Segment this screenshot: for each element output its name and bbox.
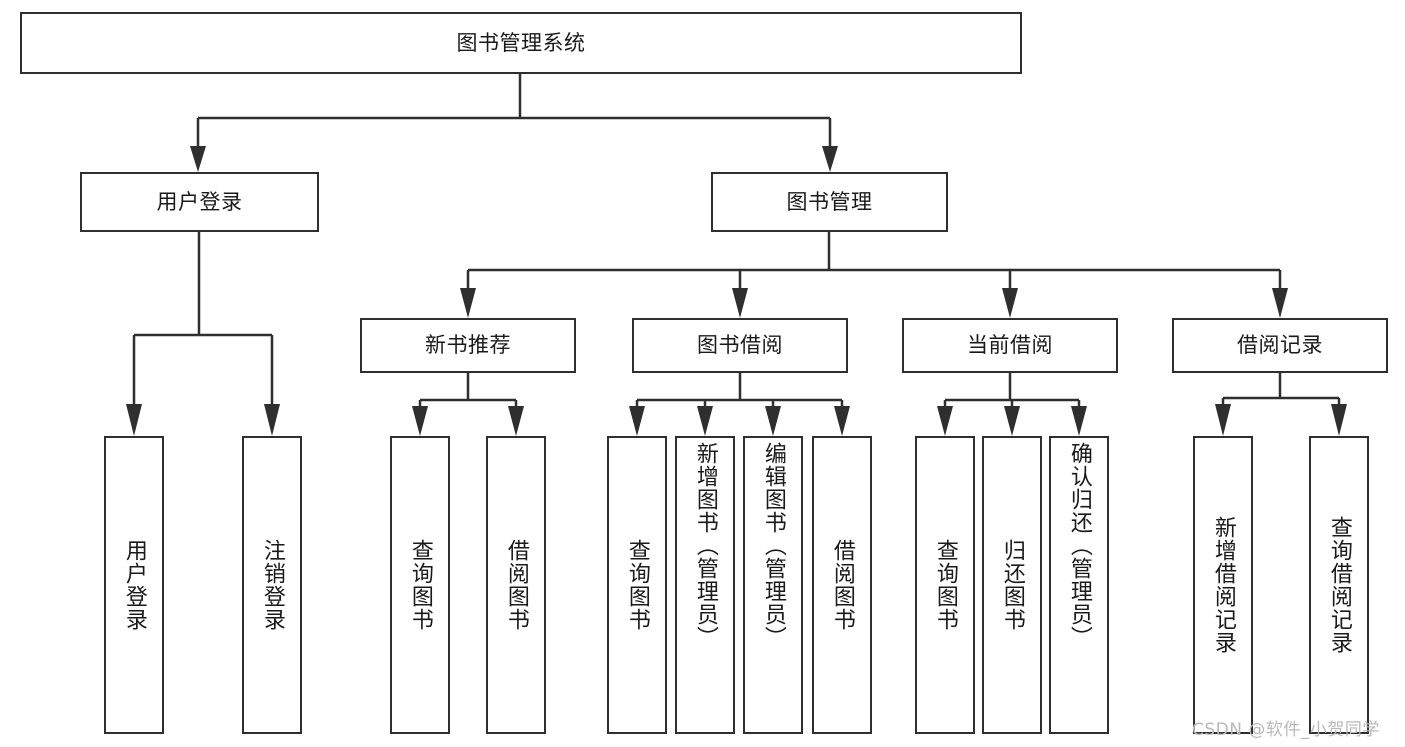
watermark: CSDN @软件_小贺同学 xyxy=(1192,715,1380,740)
arrow-newbook-l2 xyxy=(508,406,524,436)
arrow-borrow-l2 xyxy=(697,406,713,436)
node-borrow-record[interactable]: 借阅记录 xyxy=(1172,318,1388,373)
leaf-current-confirm-return[interactable]: 确认归还（管理员） xyxy=(1049,436,1109,734)
leaf-user-login-label: 用户登录 xyxy=(121,539,147,631)
leaf-borrow-query-book-label: 查询图书 xyxy=(624,539,650,631)
leaf-borrow-query-book[interactable]: 查询图书 xyxy=(607,436,667,734)
leaf-newbook-query-book-label: 查询图书 xyxy=(407,539,433,631)
leaf-borrow-edit-book[interactable]: 编辑图书（管理员） xyxy=(743,436,803,734)
leaf-current-query-book-label: 查询图书 xyxy=(932,539,958,631)
leaf-current-confirm-return-label: 确认归还（管理员） xyxy=(1066,442,1092,649)
leaf-logout[interactable]: 注销登录 xyxy=(242,436,302,734)
arrow-borrow-l1 xyxy=(629,406,645,436)
arrow-borrow-l3 xyxy=(765,406,781,436)
arrow-book-manage xyxy=(822,146,838,172)
leaf-current-return-book-label: 归还图书 xyxy=(999,539,1025,631)
arrow-record-l1 xyxy=(1215,404,1231,436)
arrow-user-login xyxy=(190,146,206,172)
node-new-book-recommend[interactable]: 新书推荐 xyxy=(360,318,576,373)
node-user-login[interactable]: 用户登录 xyxy=(80,172,319,232)
arrow-current-l3 xyxy=(1071,406,1087,436)
node-book-borrow-label: 图书借阅 xyxy=(697,333,783,358)
watermark-text: CSDN @软件_小贺同学 xyxy=(1192,720,1380,740)
node-current-borrow-label: 当前借阅 xyxy=(967,333,1053,358)
leaf-current-query-book[interactable]: 查询图书 xyxy=(915,436,975,734)
node-new-book-recommend-label: 新书推荐 xyxy=(425,333,511,358)
leaf-record-query[interactable]: 查询借阅记录 xyxy=(1309,436,1369,734)
arrow-newbook xyxy=(460,288,476,318)
leaf-record-add-label: 新增借阅记录 xyxy=(1210,516,1236,654)
node-book-manage-label: 图书管理 xyxy=(786,189,873,214)
node-book-borrow[interactable]: 图书借阅 xyxy=(632,318,848,373)
leaf-record-query-label: 查询借阅记录 xyxy=(1326,516,1352,654)
leaf-borrow-edit-book-label: 编辑图书（管理员） xyxy=(760,442,786,649)
arrow-leaf-logout xyxy=(264,404,280,436)
arrow-current-l1 xyxy=(937,406,953,436)
arrow-borrowrecord xyxy=(1272,288,1288,318)
node-book-manage[interactable]: 图书管理 xyxy=(711,172,948,232)
arrow-leaf-user-login xyxy=(126,404,142,436)
leaf-user-login[interactable]: 用户登录 xyxy=(104,436,164,734)
leaf-borrow-add-book[interactable]: 新增图书（管理员） xyxy=(675,436,735,734)
node-current-borrow[interactable]: 当前借阅 xyxy=(902,318,1118,373)
leaf-borrow-borrow-book[interactable]: 借阅图书 xyxy=(812,436,872,734)
node-root[interactable]: 图书管理系统 xyxy=(20,12,1022,74)
arrow-record-l2 xyxy=(1331,404,1347,436)
arrow-current-l2 xyxy=(1004,406,1020,436)
arrow-bookborrow xyxy=(732,288,748,318)
leaf-newbook-query-book[interactable]: 查询图书 xyxy=(390,436,450,734)
leaf-logout-label: 注销登录 xyxy=(259,539,285,631)
leaf-borrow-borrow-book-label: 借阅图书 xyxy=(829,539,855,631)
arrow-borrow-l4 xyxy=(834,406,850,436)
node-root-label: 图书管理系统 xyxy=(456,30,586,55)
leaf-current-return-book[interactable]: 归还图书 xyxy=(982,436,1042,734)
leaf-borrow-add-book-label: 新增图书（管理员） xyxy=(692,442,718,649)
leaf-record-add[interactable]: 新增借阅记录 xyxy=(1193,436,1253,734)
arrow-newbook-l1 xyxy=(412,406,428,436)
arrow-currentborrow xyxy=(1002,288,1018,318)
node-borrow-record-label: 借阅记录 xyxy=(1237,333,1323,358)
node-user-login-label: 用户登录 xyxy=(156,189,243,214)
leaf-newbook-borrow-book[interactable]: 借阅图书 xyxy=(486,436,546,734)
leaf-newbook-borrow-book-label: 借阅图书 xyxy=(503,539,529,631)
